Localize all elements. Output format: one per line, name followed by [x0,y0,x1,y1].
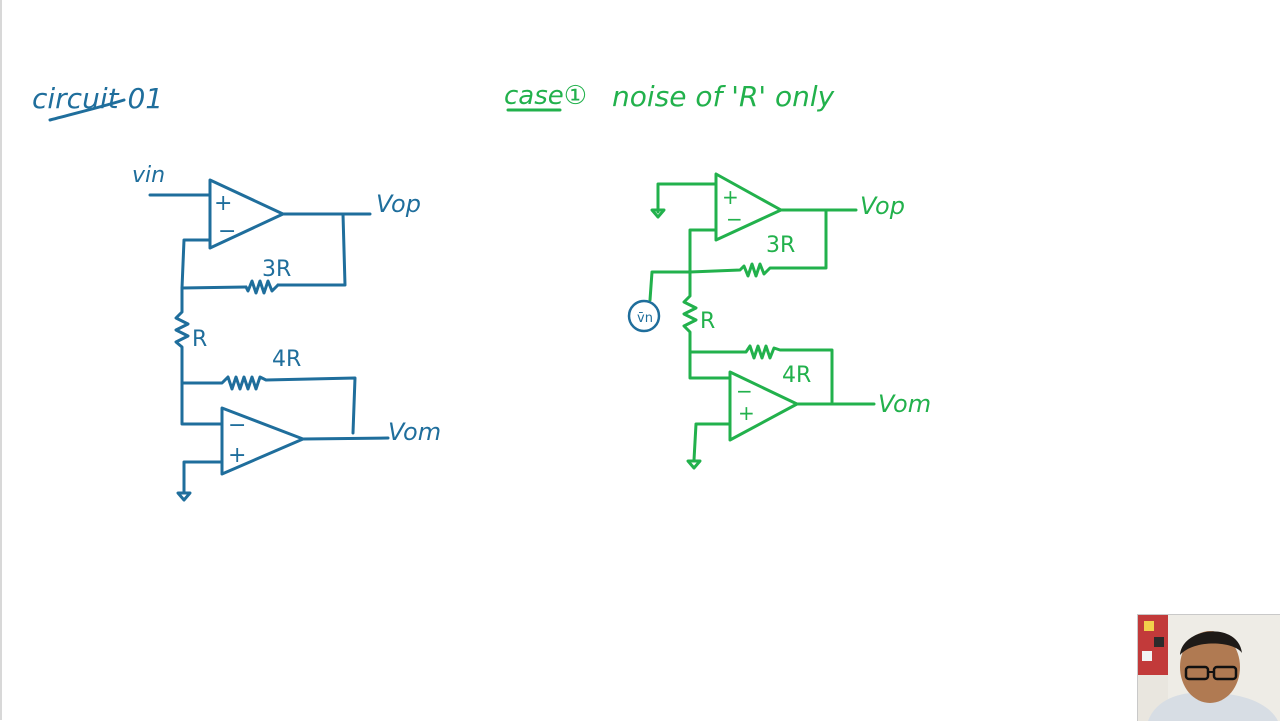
bottom-opamp-minus: − [228,413,246,438]
top-opamp [208,178,285,250]
presenter-video-icon [1138,615,1280,721]
page-edge [0,0,2,720]
bottom-plus-wire [182,460,224,494]
label-r-green: R [700,309,715,334]
bottom-plus-wire-green [692,422,732,462]
bottom-minus-wire-green [688,350,732,380]
circuit-01: circuit 01 vin + − Vop 3R R 4R − + Vom [32,82,441,502]
top-opamp-green [714,172,783,242]
bottom-minus-wire [180,381,224,426]
vop-label: Vop [376,190,421,218]
resistor-3r-green [688,208,828,278]
resistor-4r-green [688,344,834,404]
resistor-3r [244,279,280,295]
circuit-title: circuit 01 [32,82,163,115]
label-4r: 4R [272,347,301,372]
vom-label-green: Vom [878,390,931,418]
bottom-opamp-green [728,370,799,442]
vin-label: vin [132,163,165,188]
feedback-3r-wire [276,212,347,287]
bottom-opamp-plus: + [228,443,246,468]
case-1-circuit: case① noise of 'R' only + − Vop 3R v̄n R… [504,80,931,470]
top-opamp-minus: − [218,219,236,244]
vop-label-green: Vop [860,192,905,220]
bottom-opamp-plus-green: + [738,401,755,425]
top-minus-wire-green [688,228,718,274]
case-label: case① [504,81,587,111]
top-opamp-plus-green: + [722,185,739,209]
top-opamp-minus-green: − [726,207,743,231]
title-underline [48,98,126,122]
top-opamp-plus: + [214,191,232,216]
case-heading: noise of 'R' only [612,80,835,113]
bottom-opamp [220,406,305,476]
noise-source-wire [648,270,692,302]
vom-label: Vom [388,418,441,446]
top-minus-wire [180,238,212,290]
top-plus-wire [656,182,718,214]
ground-icon [176,491,192,502]
resistor-4r [180,375,357,435]
label-r: R [192,327,207,352]
resistor-r [174,286,190,385]
node-wire-top [180,285,248,290]
ground-bottom-icon [686,459,702,470]
label-4r-green: 4R [782,363,811,388]
vom-wire [301,436,390,441]
noise-source-icon [627,299,661,333]
noise-source-label: v̄n [637,311,653,326]
label-3r: 3R [262,257,291,282]
presenter-video [1137,614,1280,721]
label-3r-green: 3R [766,233,795,258]
bottom-opamp-minus-green: − [736,379,753,403]
ground-top-icon [650,208,666,219]
resistor-r-green [682,270,698,354]
